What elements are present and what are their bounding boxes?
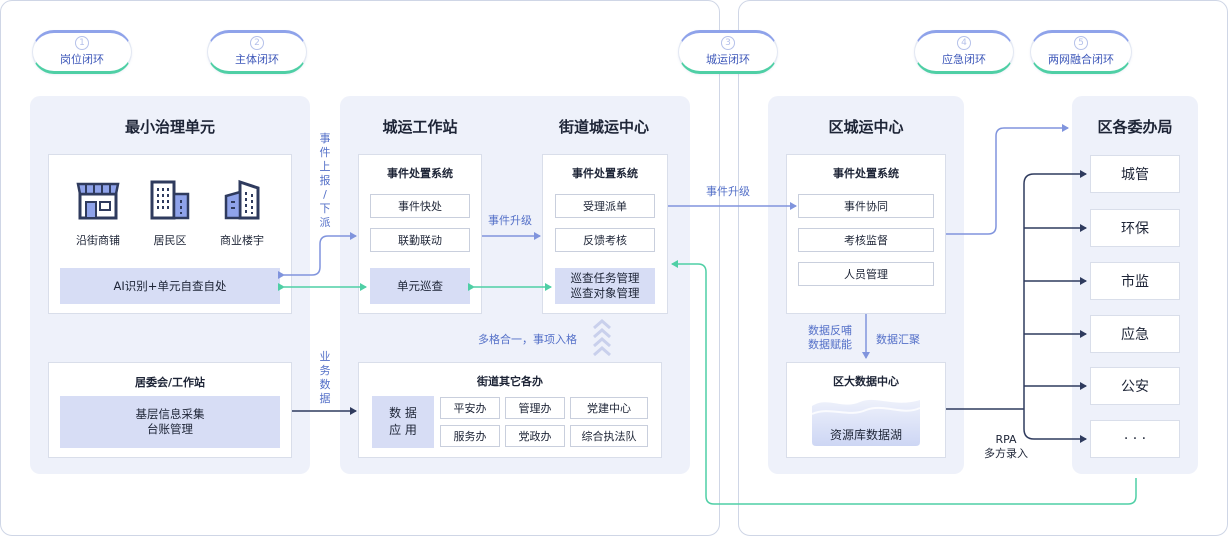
- rpa-label: RPA 多方录入: [976, 433, 1036, 461]
- office-law-enforcement[interactable]: 综合执法队: [570, 425, 648, 447]
- min-unit-title: 最小治理单元: [124, 118, 215, 136]
- district-center-title: 区城运中心: [828, 118, 904, 136]
- unit-patrol-box[interactable]: 单元巡查: [370, 268, 470, 304]
- loop-number: 5: [1074, 36, 1088, 50]
- loop-pill-4: 4 应急闭环: [914, 30, 1014, 74]
- business-char: 据: [319, 392, 331, 405]
- loop-number: 2: [250, 36, 264, 50]
- report-char: /: [323, 188, 327, 201]
- office-tower-label: 商业楼宇: [220, 234, 264, 247]
- personnel-management-button[interactable]: 人员管理: [798, 262, 934, 286]
- data-lake-label: 资源库数据湖: [829, 428, 902, 442]
- business-char: 业: [319, 350, 331, 363]
- loop-label: 应急闭环: [942, 53, 986, 66]
- office-public-security[interactable]: 公安: [1090, 367, 1180, 405]
- storefront-label: 沿街商铺: [76, 234, 120, 247]
- event-upgrade-label-2: 事件升级: [706, 185, 750, 198]
- bigdata-title: 区大数据中心: [833, 375, 899, 388]
- data-feedback-line1: 数据反哺: [808, 324, 852, 337]
- office-urban-management[interactable]: 城管: [1090, 155, 1180, 193]
- rpa-line2: 多方录入: [984, 447, 1028, 460]
- committee-title: 居委会/工作站: [134, 376, 206, 389]
- report-char: 派: [319, 216, 331, 229]
- patrol-management-box[interactable]: 巡查任务管理 巡查对象管理: [555, 268, 655, 304]
- loop-number: 1: [75, 36, 89, 50]
- report-char: 事: [319, 132, 331, 145]
- ai-recognition-bar: AI识别+单元自查自处: [60, 268, 280, 304]
- stacked-chevron-up-icon: [593, 319, 611, 357]
- report-char: 件: [319, 146, 331, 159]
- office-environment[interactable]: 环保: [1090, 209, 1180, 247]
- office-more[interactable]: · · ·: [1090, 420, 1180, 458]
- joint-duty-button[interactable]: 联勤联动: [370, 228, 470, 252]
- loop-number: 3: [721, 36, 735, 50]
- data-feedback-label: 数据反哺 数据赋能: [800, 324, 860, 352]
- data-gather-label: 数据汇聚: [876, 333, 920, 346]
- report-dispatch-label: 事 件 上 报 / 下 派: [318, 132, 332, 230]
- committee-info-box: 基层信息采集 台账管理: [60, 396, 280, 448]
- report-char: 报: [319, 174, 331, 187]
- district-system-title: 事件处置系统: [833, 167, 899, 180]
- loop-pill-2: 2 主体闭环: [207, 30, 307, 74]
- report-char: 下: [319, 202, 331, 215]
- data-application-box: 数 据 应 用: [372, 396, 434, 448]
- report-char: 上: [319, 160, 331, 173]
- assess-supervise-button[interactable]: 考核监督: [798, 228, 934, 252]
- office-tower-icon: [224, 179, 260, 220]
- business-data-label: 业 务 数 据: [318, 350, 332, 406]
- residential-label: 居民区: [153, 234, 187, 247]
- street-others-title: 街道其它各办: [477, 375, 543, 388]
- loop-label: 岗位闭环: [60, 53, 104, 66]
- office-management[interactable]: 管理办: [505, 397, 565, 419]
- merge-grid-label: 多格合一，事项入格: [478, 333, 577, 346]
- office-market-supervision[interactable]: 市监: [1090, 262, 1180, 300]
- quick-handle-button[interactable]: 事件快处: [370, 194, 470, 218]
- loop-label: 城运闭环: [706, 53, 750, 66]
- loop-label: 两网融合闭环: [1048, 53, 1114, 66]
- committee-info-line1: 基层信息采集: [135, 407, 205, 421]
- loop-label: 主体闭环: [235, 53, 279, 66]
- district-offices-title: 区各委办局: [1097, 118, 1173, 136]
- committee-info-line2: 台账管理: [147, 422, 193, 436]
- storefront-icon: [76, 182, 120, 220]
- office-party-center[interactable]: 党建中心: [570, 397, 648, 419]
- residential-building-icon: [150, 180, 190, 220]
- data-lake-icon: [811, 399, 921, 446]
- loop-number: 4: [957, 36, 971, 50]
- office-party-gov[interactable]: 党政办: [505, 425, 565, 447]
- rpa-line1: RPA: [995, 433, 1017, 446]
- street-center-title: 街道城运中心: [558, 118, 649, 136]
- event-upgrade-label-1: 事件升级: [488, 214, 532, 227]
- data-app-line2: 应 用: [389, 423, 417, 437]
- workstation-title: 城运工作站: [382, 118, 458, 136]
- office-emergency[interactable]: 应急: [1090, 315, 1180, 353]
- loop-pill-1: 1 岗位闭环: [32, 30, 132, 74]
- business-char: 务: [319, 364, 331, 377]
- business-char: 数: [319, 378, 331, 391]
- data-app-line1: 数 据: [389, 406, 417, 420]
- event-collab-button[interactable]: 事件协同: [798, 194, 934, 218]
- street-center-system-title: 事件处置系统: [572, 167, 638, 180]
- patrol-object-line: 巡查对象管理: [570, 286, 640, 300]
- office-safety[interactable]: 平安办: [440, 397, 500, 419]
- loop-pill-3: 3 城运闭环: [678, 30, 778, 74]
- patrol-task-line: 巡查任务管理: [570, 271, 640, 285]
- data-feedback-line2: 数据赋能: [808, 338, 852, 351]
- office-service[interactable]: 服务办: [440, 425, 500, 447]
- accept-dispatch-button[interactable]: 受理派单: [555, 194, 655, 218]
- feedback-assess-button[interactable]: 反馈考核: [555, 228, 655, 252]
- loop-pill-5: 5 两网融合闭环: [1030, 30, 1132, 74]
- workstation-system-title: 事件处置系统: [387, 167, 453, 180]
